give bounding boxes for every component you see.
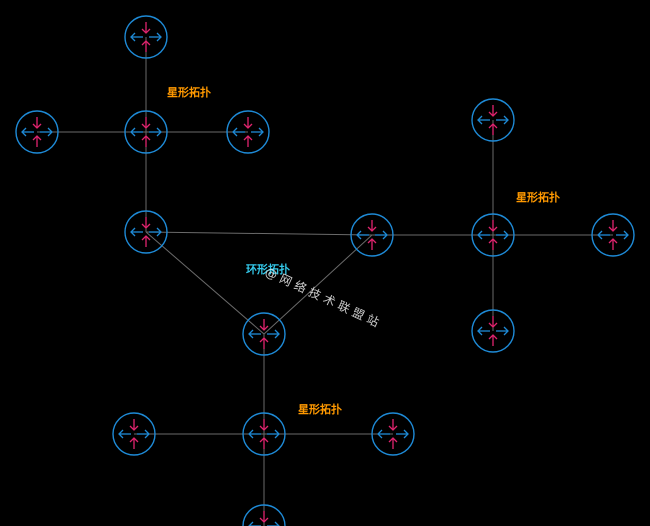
link (145, 231, 265, 335)
star-topology-label-top: 星形拓扑 (167, 86, 211, 99)
link (263, 234, 373, 335)
routers (15, 15, 635, 526)
star-topology-label-right: 星形拓扑 (516, 191, 560, 204)
star-topology-label-bottom: 星形拓扑 (298, 403, 342, 416)
ring-topology-label: 环形拓扑 (246, 263, 290, 276)
link (145, 231, 373, 236)
